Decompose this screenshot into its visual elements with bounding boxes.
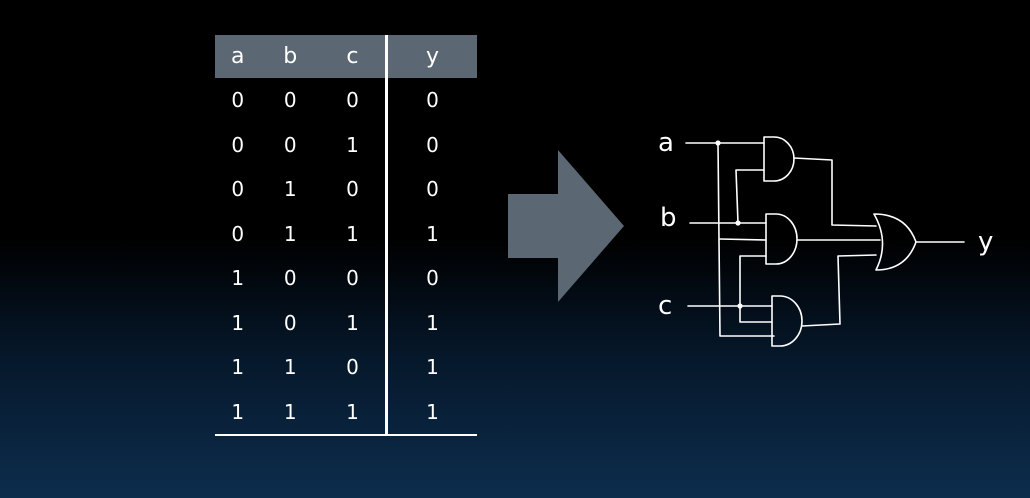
cell: 1 [385, 345, 477, 390]
table-header-row: a b c y [215, 35, 477, 78]
cell: 1 [385, 211, 477, 256]
input-label-b: b [660, 203, 677, 233]
cell: 1 [346, 221, 359, 246]
table-row: 0 0 1 0 [215, 122, 477, 167]
cell: 1 [283, 177, 297, 202]
cell: 1 [283, 221, 297, 246]
cell: 1 [215, 389, 261, 436]
cell: 0 [385, 122, 477, 167]
right-arrow-icon [508, 150, 624, 302]
cell: 1 [231, 355, 245, 380]
or-gate [873, 213, 917, 271]
cell: 1 [385, 300, 477, 345]
table-row: 1 0 1 1 [215, 300, 477, 345]
cell: 0 [385, 167, 477, 212]
cell: 0 [283, 88, 297, 113]
and-gate-1 [763, 136, 795, 182]
cell: 0 [283, 310, 297, 335]
cell: 1 [319, 389, 387, 436]
header-a: a [215, 35, 261, 78]
table-row: 0 0 0 0 [215, 78, 477, 123]
cell: 0 [346, 88, 359, 113]
cell: 0 [231, 221, 245, 246]
cell: 0 [231, 88, 245, 113]
cell: 0 [231, 177, 245, 202]
input-label-a: a [658, 128, 674, 158]
cell: 1 [231, 310, 245, 335]
table-row: 0 1 0 0 [215, 167, 477, 212]
cell: 1 [231, 266, 245, 291]
and-gates [763, 136, 803, 347]
cell: 0 [283, 266, 297, 291]
header-c: c [319, 35, 387, 78]
cell: 0 [385, 78, 477, 123]
cell: 0 [346, 177, 359, 202]
cell: 0 [346, 355, 359, 380]
cell: 1 [346, 310, 359, 335]
table-row: 0 1 1 1 [215, 211, 477, 256]
cell: 0 [231, 132, 245, 157]
header-y: y [385, 35, 477, 78]
cell: 1 [283, 355, 297, 380]
cell: 0 [346, 266, 359, 291]
table-row: 1 1 0 1 [215, 345, 477, 390]
cell: 0 [283, 132, 297, 157]
table-row: 1 0 0 0 [215, 256, 477, 301]
table-row: 1 1 1 1 [215, 389, 477, 436]
output-label-y: y [978, 227, 993, 257]
header-b: b [260, 35, 320, 78]
and-gate-3 [771, 295, 803, 347]
cell: 1 [260, 389, 320, 436]
logic-circuit-diagram: a b c y [658, 128, 993, 347]
and-gate-2 [765, 213, 798, 265]
circuit-wires [685, 142, 965, 337]
truth-table: a b c y 0 0 0 0 0 0 1 0 0 1 0 0 0 1 1 1 [215, 35, 477, 436]
junction-dots [715, 140, 743, 309]
input-label-c: c [658, 291, 672, 321]
cell: 1 [346, 132, 359, 157]
cell: 0 [385, 256, 477, 301]
cell: 1 [385, 389, 477, 436]
